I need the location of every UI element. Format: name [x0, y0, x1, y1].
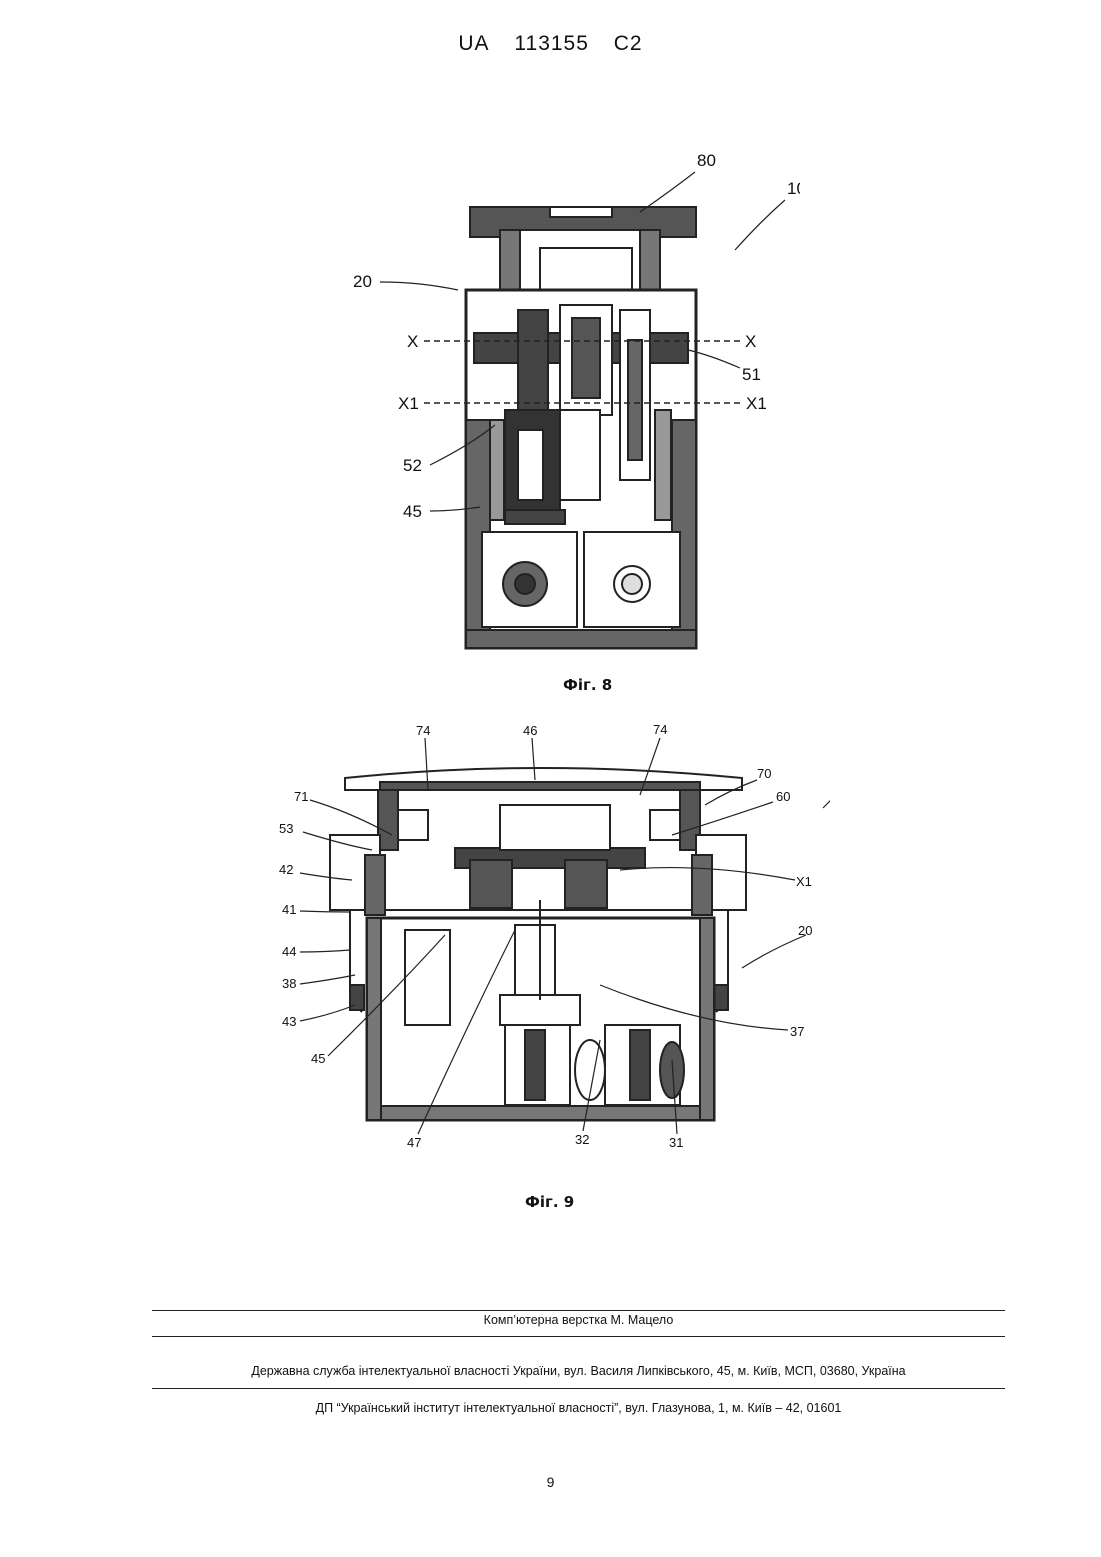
- fig9-label-47: 47: [407, 1135, 421, 1150]
- fig8-label-20: 20: [353, 272, 372, 291]
- fig9-label-45: 45: [311, 1051, 325, 1066]
- fig8-label-52: 52: [403, 456, 422, 475]
- fig9-label-53: 53: [279, 821, 293, 836]
- fig9-label-42: 42: [279, 862, 293, 877]
- fig9-label-37: 37: [790, 1024, 804, 1039]
- fig9-label-71: 71: [294, 789, 308, 804]
- footer-office-address: Державна служба інтелектуальної власност…: [152, 1364, 1005, 1378]
- fig9-label-46: 46: [523, 723, 537, 738]
- fig8-label-x-left: X: [407, 332, 418, 351]
- patent-header: UA 113155 C2: [0, 32, 1101, 56]
- fig9-label-20: 20: [798, 923, 812, 938]
- fig9-label-43: 43: [282, 1014, 296, 1029]
- figure-9-drawing: 74 46 74 10 70 71 60 53 42 X1 41 20 44 3…: [270, 715, 830, 1155]
- fig9-label-41: 41: [282, 902, 296, 917]
- fig8-label-45: 45: [403, 502, 422, 521]
- fig8-label-10: 10: [787, 179, 800, 198]
- footer-institute-address: ДП “Український інститут інтелектуальної…: [152, 1401, 1005, 1415]
- figure-8-drawing: 80 10 20 X X 51 X1 X1 52 45: [340, 145, 800, 665]
- fig9-label-74-right: 74: [653, 722, 667, 737]
- footer-rule-middle: [152, 1336, 1005, 1337]
- fig9-label-44: 44: [282, 944, 296, 959]
- country-code: UA: [458, 32, 489, 55]
- fig8-label-51: 51: [742, 365, 761, 384]
- fig9-label-32: 32: [575, 1132, 589, 1147]
- fig9-label-70: 70: [757, 766, 771, 781]
- footer-rule-top: [152, 1310, 1005, 1311]
- fig9-label-31: 31: [669, 1135, 683, 1150]
- patent-kind: C2: [614, 32, 643, 55]
- fig8-label-x-right: X: [745, 332, 756, 351]
- page-number: 9: [0, 1474, 1101, 1490]
- footer-layout-credit: Комп’ютерна верстка М. Мацело: [152, 1313, 1005, 1327]
- fig9-label-x1: X1: [796, 874, 812, 889]
- figure-8-caption: Фіг. 8: [563, 676, 612, 694]
- fig9-label-38: 38: [282, 976, 296, 991]
- figure-9-caption: Фіг. 9: [525, 1193, 574, 1211]
- fig9-label-60: 60: [776, 789, 790, 804]
- patent-number: 113155: [514, 32, 589, 55]
- fig8-label-x1-left: X1: [398, 394, 419, 413]
- fig9-label-74-left: 74: [416, 723, 430, 738]
- footer-rule-bottom: [152, 1388, 1005, 1389]
- fig8-label-x1-right: X1: [746, 394, 767, 413]
- fig8-label-80: 80: [697, 151, 716, 170]
